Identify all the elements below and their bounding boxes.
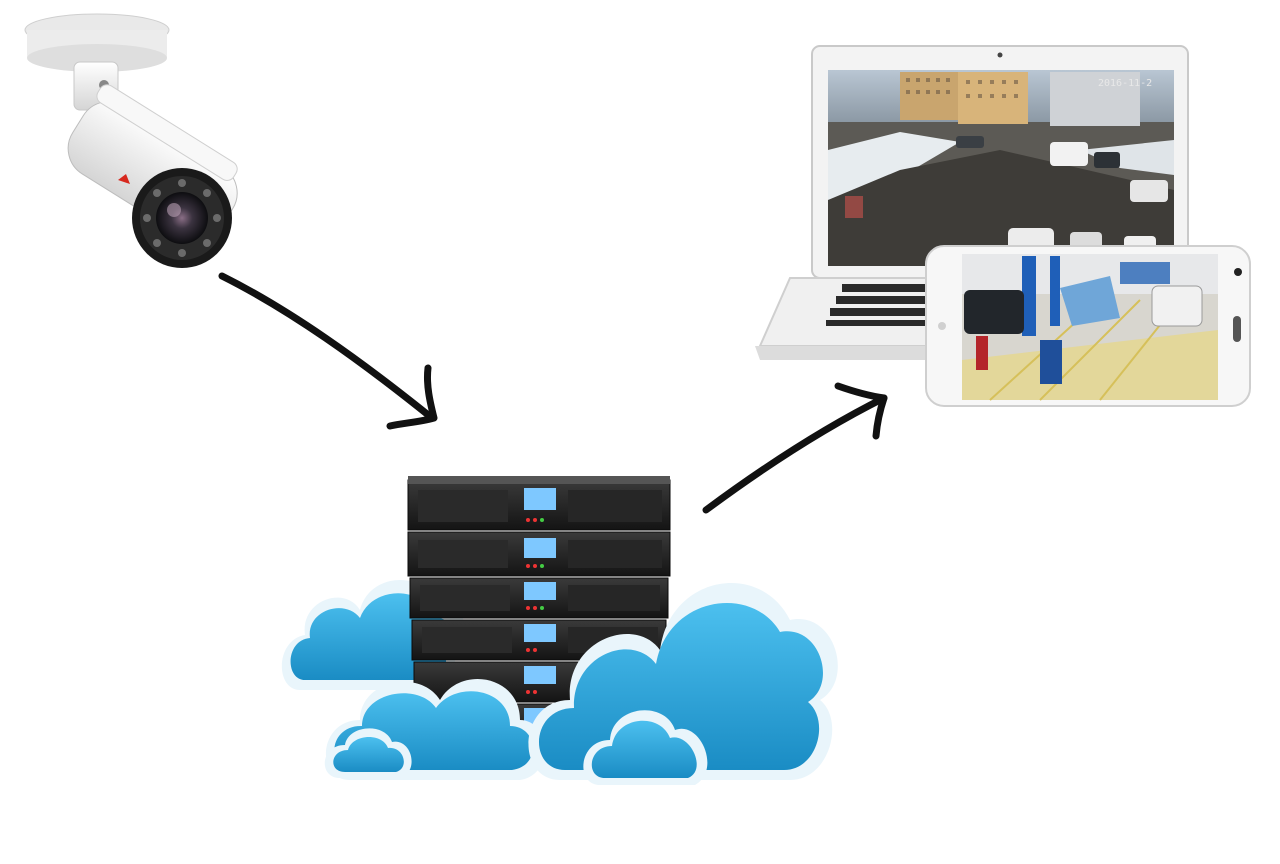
laptop-screen-feed: 2016-11-2 bbox=[828, 70, 1174, 266]
laptop-screen-timestamp: 2016-11-2 bbox=[1098, 78, 1152, 89]
cloud-shape bbox=[528, 582, 838, 785]
cloud-shape bbox=[324, 678, 545, 780]
arrow-server-to-clients bbox=[702, 382, 888, 514]
ip-camera-icon bbox=[24, 13, 238, 268]
smartphone-icon bbox=[925, 245, 1251, 407]
cloud-server-icon bbox=[281, 476, 838, 785]
arrow-camera-to-server bbox=[218, 272, 438, 430]
laptop-icon: 2016-11-2 bbox=[755, 45, 1212, 360]
smartphone-screen-feed bbox=[962, 254, 1218, 401]
